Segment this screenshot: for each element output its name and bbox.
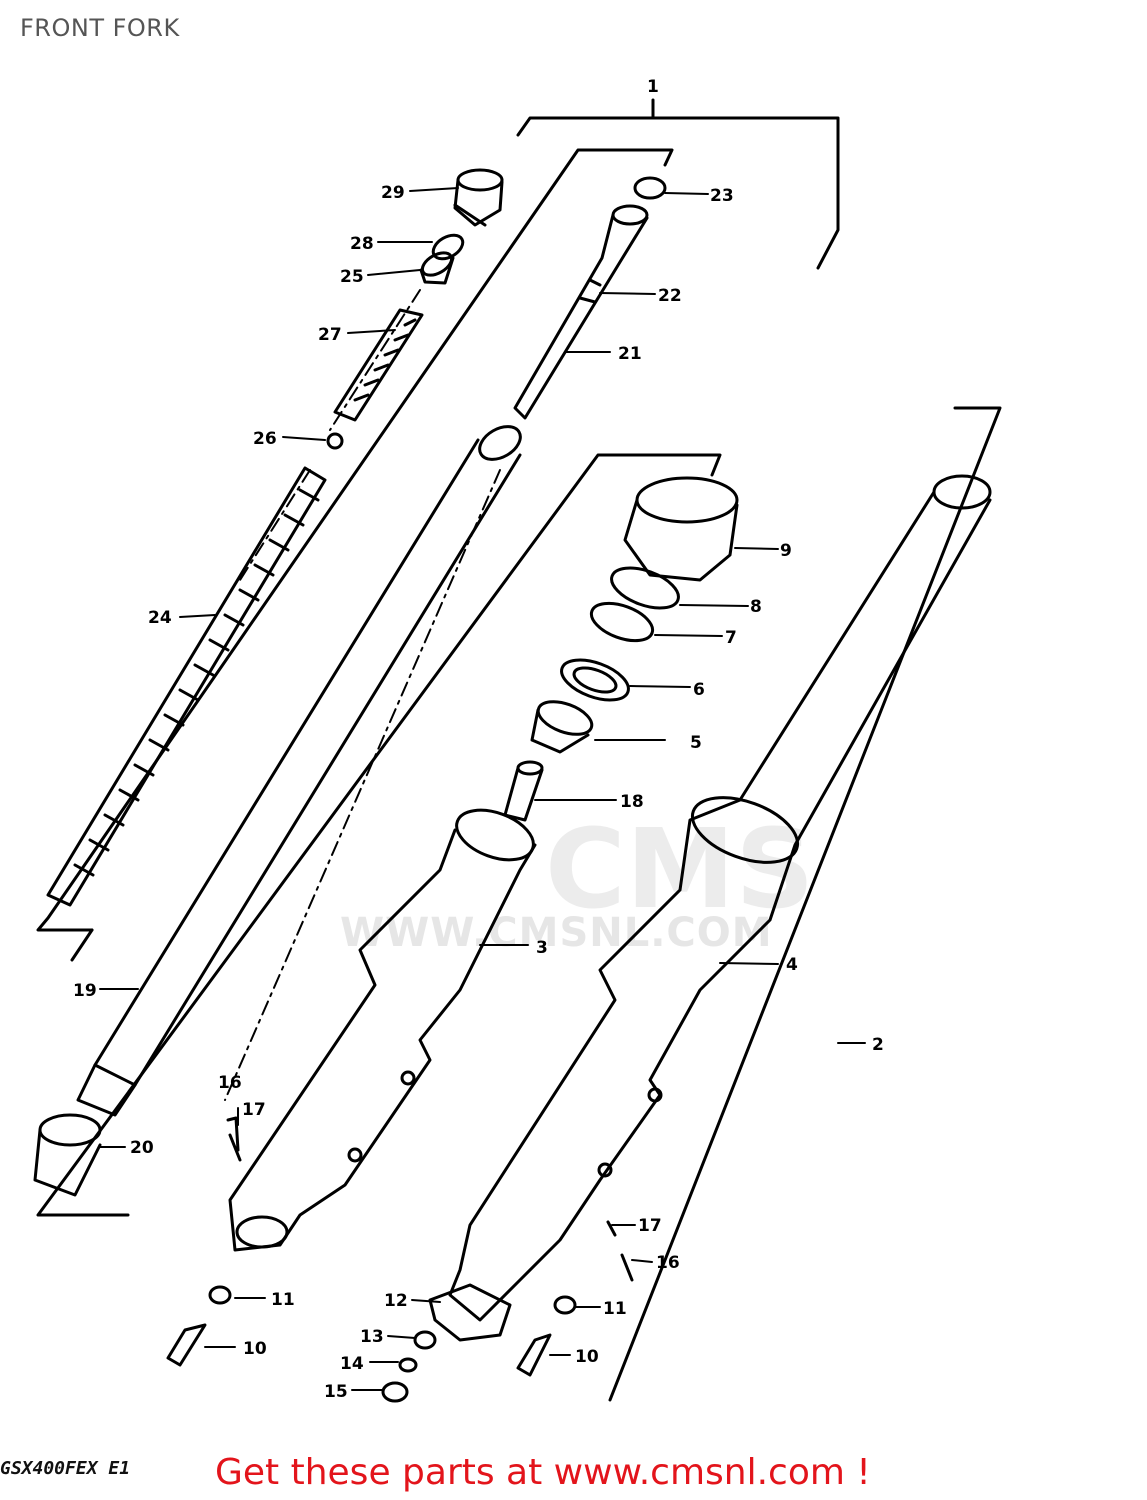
part-27-spring (333, 308, 424, 422)
promo-link[interactable]: Get these parts at www.cmsnl.com ! (215, 1452, 871, 1493)
model-code: GSX400FEX E1 (0, 1458, 131, 1479)
callout-28: 28 (350, 234, 374, 254)
part-6-oil-seal (560, 658, 630, 702)
callout-2: 2 (872, 1035, 884, 1055)
part-19-inner-tube (76, 425, 522, 1117)
part-18-oil-lock (503, 760, 544, 822)
part-21-damper-rod (513, 204, 649, 420)
callout-6: 6 (693, 680, 705, 700)
callout-13: 13 (360, 1327, 384, 1347)
callout-29: 29 (381, 183, 405, 203)
callout-8: 8 (750, 597, 762, 617)
callout-11-left: 11 (271, 1290, 295, 1310)
page-title: FRONT FORK (20, 14, 180, 42)
callout-4: 4 (786, 955, 798, 975)
callout-23: 23 (710, 186, 734, 206)
callout-7: 7 (725, 628, 737, 648)
part-12-axle-holder (428, 1283, 512, 1342)
part-5-bush (530, 700, 594, 754)
callout-17-left: 17 (242, 1100, 266, 1120)
callout-15: 15 (324, 1382, 348, 1402)
callout-26: 26 (253, 429, 277, 449)
bracket-assembly-1 (516, 98, 840, 270)
callout-10-left: 10 (243, 1339, 267, 1359)
callout-labels: 1 2 3 4 5 6 7 8 9 10 10 11 11 12 13 14 1… (73, 77, 884, 1402)
callout-11-right: 11 (603, 1299, 627, 1319)
callout-5: 5 (690, 733, 702, 753)
callout-25: 25 (340, 267, 364, 287)
part-29-cap-bolt (453, 168, 504, 227)
part-24-main-spring (46, 466, 327, 907)
callout-24: 24 (148, 608, 172, 628)
part-25-spacer (419, 251, 455, 285)
axis-lines (224, 289, 501, 1101)
part-3-outer-tube (228, 808, 537, 1252)
part-26-washer (326, 432, 344, 450)
callout-20: 20 (130, 1138, 154, 1158)
callout-22: 22 (658, 286, 682, 306)
part-28-o-ring (431, 233, 465, 261)
part-20-slide-bush (33, 1113, 102, 1197)
watermark-logo: CMS (545, 805, 815, 933)
watermark-url: WWW.CMSNL.COM (340, 910, 773, 956)
callout-3: 3 (536, 938, 548, 958)
part-8-circlip (610, 566, 680, 610)
callout-27: 27 (318, 325, 342, 345)
callout-9: 9 (780, 541, 792, 561)
bracket-assembly-2 (608, 406, 1002, 1402)
part-23-cap (633, 176, 667, 200)
callout-16-left: 16 (218, 1073, 242, 1093)
callout-10-right: 10 (575, 1347, 599, 1367)
callout-17-right: 17 (638, 1216, 662, 1236)
callout-18: 18 (620, 792, 644, 812)
bracket-left-assembly (36, 148, 674, 962)
part-9-dust-seal (623, 476, 739, 582)
leader-lines (99, 187, 866, 1391)
bracket-middle-assembly (36, 453, 722, 1217)
callout-16-right: 16 (656, 1253, 680, 1273)
part-7-washer (589, 601, 655, 643)
small-hardware (166, 1116, 634, 1403)
callout-14: 14 (340, 1354, 364, 1374)
part-4-outer-tube (448, 474, 992, 1322)
callout-12: 12 (384, 1291, 408, 1311)
callout-1: 1 (647, 77, 659, 97)
callout-19: 19 (73, 981, 97, 1001)
callout-21: 21 (618, 344, 642, 364)
